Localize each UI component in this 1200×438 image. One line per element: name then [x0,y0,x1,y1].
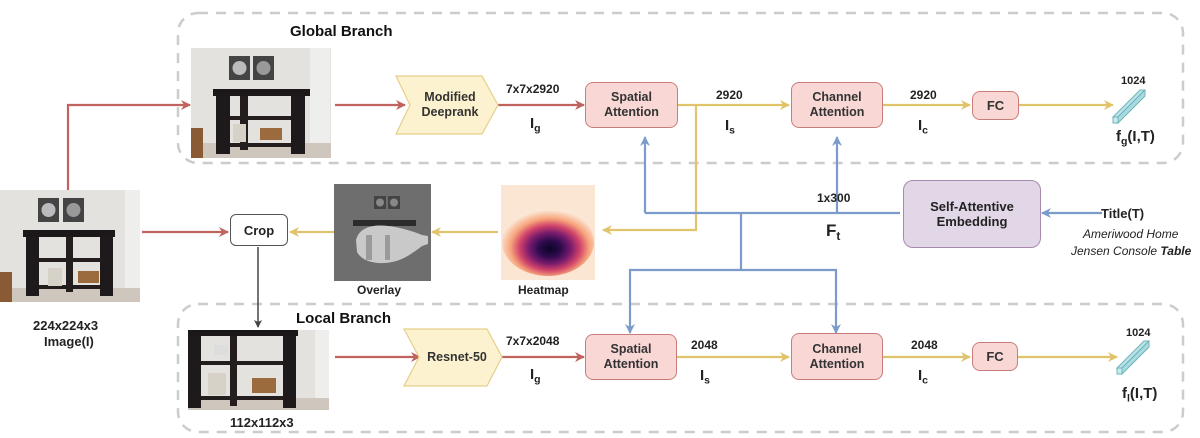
local-channel-dim: 2048 [911,338,938,352]
overlay-image [334,184,431,281]
embedding-to-local-spatial-arrow [625,268,741,334]
local-output-symbol: fl(I,T) [1122,385,1158,405]
global-channel-attention: Channel Attention [791,82,883,128]
modified-deeprank-block [395,75,499,135]
global-backbone-symbol: Ig [530,115,541,135]
embedding-dim: 1x300 [817,191,851,205]
global-output-dim: 1024 [1121,75,1146,87]
global-backbone-dim: 7x7x2920 [506,82,560,96]
overlay-label: Overlay [357,283,402,297]
local-spatial-symbol: Is [700,367,711,387]
resnet-50-label: Resnet-50 [427,350,487,364]
self-attentive-embedding: Self-Attentive Embedding [903,180,1041,248]
title-text-line1: Ameriwood Home [1083,227,1179,241]
local-backbone-symbol: Ig [530,366,541,386]
local-input-size: 112x112x3 [230,415,294,430]
local-output-dim: 1024 [1126,327,1151,339]
spatial-to-heatmap-arrow [602,105,698,235]
global-channel-symbol: Ic [918,117,929,137]
title-text-line2: Jensen Console Table [1071,244,1192,258]
input-image-label: Image(I) [44,334,94,349]
global-spatial-symbol: Is [725,117,736,137]
input-size-label: 224x224x3 [33,318,99,333]
local-fc: FC [972,342,1018,371]
global-input-image [191,48,331,158]
main-input-image [0,190,140,302]
global-spatial-dim: 2920 [716,88,743,102]
local-backbone-dim: 7x7x2048 [506,334,560,348]
global-output-vector-icon [1111,89,1147,125]
title-label: Title(T) [1101,206,1145,221]
global-spatial-attention: Spatial Attention [585,82,678,128]
heatmap-hotspot [502,208,594,276]
local-spatial-dim: 2048 [691,338,718,352]
global-branch-container [176,11,1185,165]
local-branch-title: Local Branch [296,310,392,327]
local-spatial-attention: Spatial Attention [585,334,677,380]
embedding-symbol: Ft [826,221,841,244]
local-channel-symbol: Ic [918,367,929,387]
global-channel-dim: 2920 [910,88,937,102]
local-input-image [188,330,329,410]
global-fc: FC [972,91,1019,120]
global-branch-title: Global Branch [290,23,393,40]
modified-deeprank-label: Modified Deeprank [421,90,479,119]
heatmap-label: Heatmap [518,283,569,297]
local-output-vector-icon [1115,340,1151,376]
crop-box: Crop [230,214,288,246]
local-channel-attention: Channel Attention [791,333,883,380]
resnet-50-block [402,328,503,387]
input-to-global-arrow [66,100,191,190]
global-output-symbol: fg(I,T) [1116,128,1155,148]
embedding-to-local-channel-arrow [741,268,841,334]
